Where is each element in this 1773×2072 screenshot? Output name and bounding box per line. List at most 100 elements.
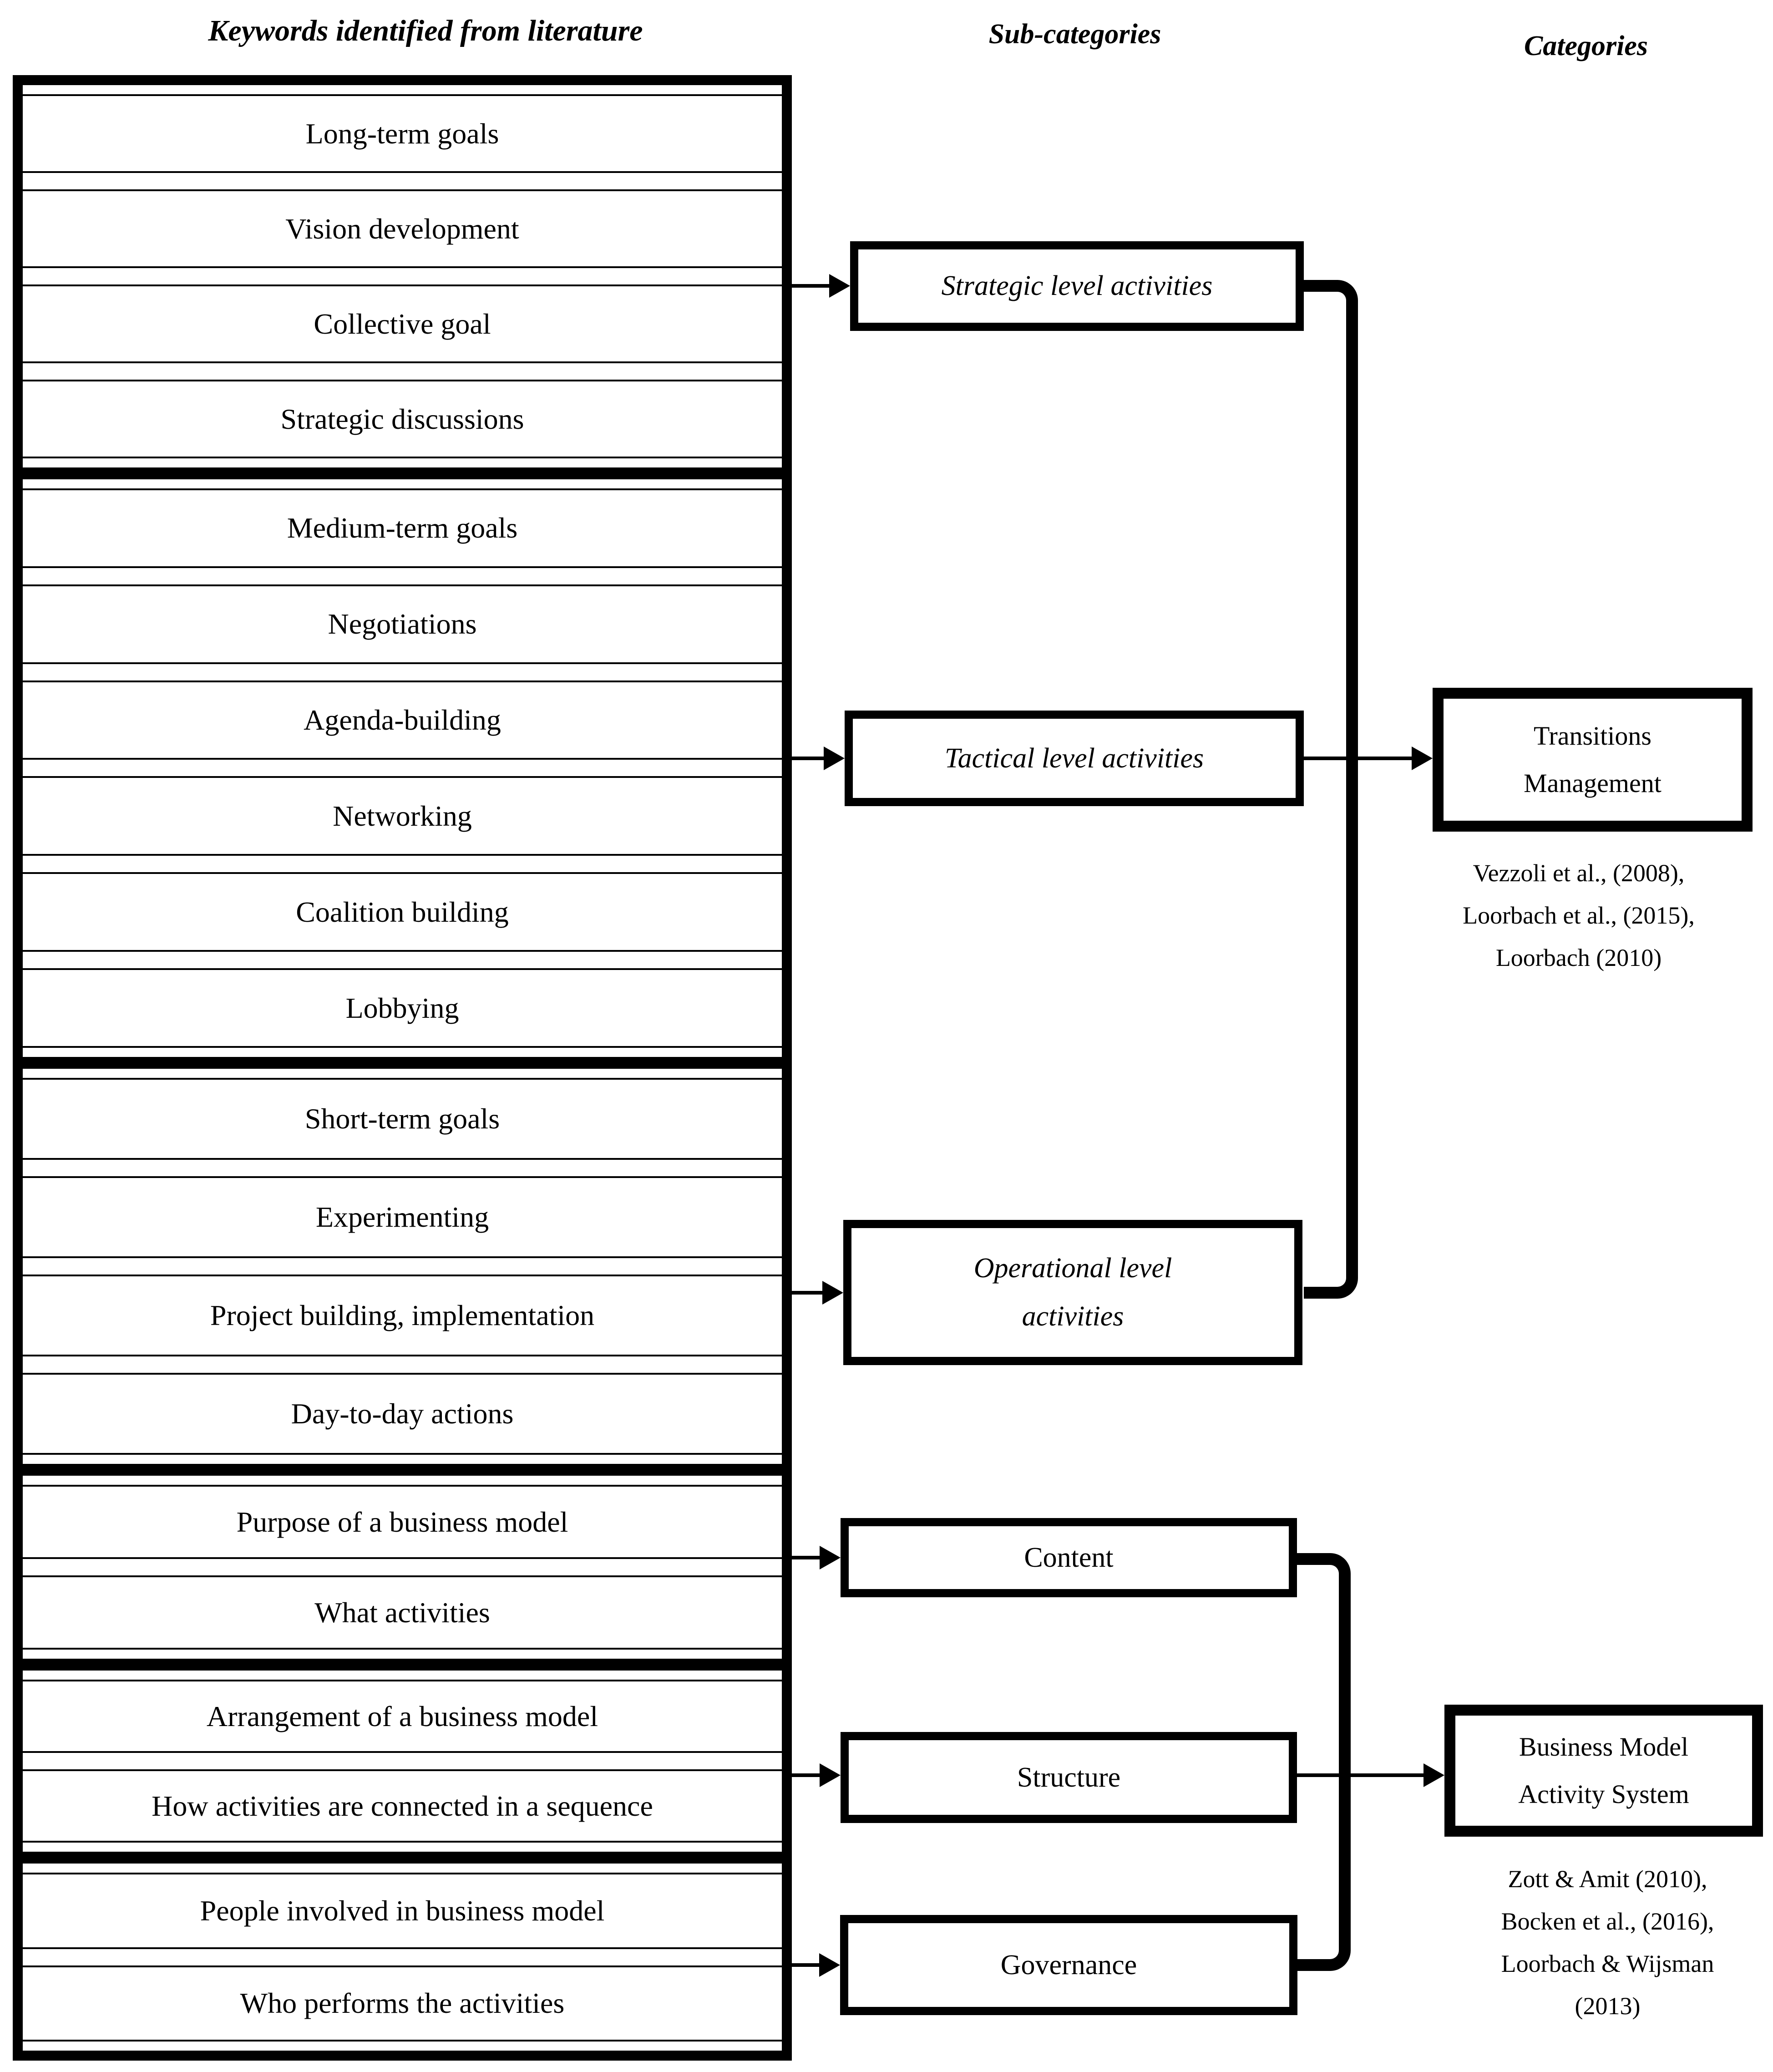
- group-padding: [23, 479, 782, 490]
- row-gap: [23, 1355, 782, 1375]
- arrow-line: [792, 1773, 822, 1777]
- group-padding: [23, 1476, 782, 1487]
- keyword-group-strategic: Long-term goals Vision development Colle…: [23, 85, 782, 467]
- subcategory-box-content: Content: [841, 1518, 1297, 1597]
- citation-line: Vezzoli et al., (2008),: [1473, 859, 1685, 887]
- group-padding: [23, 1453, 782, 1464]
- subcategory-label: Strategic level activities: [941, 270, 1213, 301]
- citation-line: Loorbach (2010): [1495, 944, 1662, 971]
- keyword-group-tactical: Medium-term goals Negotiations Agenda-bu…: [23, 479, 782, 1057]
- row-gap: [23, 854, 782, 874]
- group-separator: [23, 467, 782, 479]
- subcategory-label: Tactical level activities: [944, 742, 1204, 774]
- category-box-transitions-management: Transitions Management: [1433, 688, 1753, 832]
- bracket-strategic-operational: [1304, 280, 1358, 1299]
- keywords-table: Long-term goals Vision development Colle…: [13, 75, 792, 2061]
- group-padding: [23, 1841, 782, 1852]
- keyword-cell: Purpose of a business model: [236, 1505, 568, 1538]
- group-padding: [23, 1648, 782, 1659]
- keyword-group-operational: Short-term goals Experimenting Project b…: [23, 1069, 782, 1464]
- arrowhead-icon: [820, 1546, 841, 1569]
- arrow-line: [792, 284, 832, 288]
- subcategory-label: Governance: [1000, 1949, 1137, 1981]
- keyword-cell: Long-term goals: [305, 117, 499, 150]
- arrowhead-icon: [822, 1281, 843, 1305]
- keyword-cell: Collective goal: [314, 307, 491, 340]
- group-separator: [23, 1659, 782, 1671]
- group-padding: [23, 1069, 782, 1080]
- category-title-line: Transitions: [1534, 721, 1651, 751]
- group-padding: [23, 2040, 782, 2051]
- row-gap: [23, 1256, 782, 1276]
- keyword-group-structure: Arrangement of a business model How acti…: [23, 1671, 782, 1852]
- group-separator: [23, 1057, 782, 1069]
- row-gap: [23, 758, 782, 778]
- keyword-group-content: Purpose of a business model What activit…: [23, 1476, 782, 1659]
- subcategory-label-line: Operational level: [973, 1253, 1172, 1284]
- arrow-line: [792, 1556, 822, 1559]
- citation-line: Loorbach & Wijsman: [1501, 1950, 1714, 1977]
- citation-line: Bocken et al., (2016),: [1501, 1907, 1714, 1935]
- row-gap: [23, 950, 782, 970]
- category-title-line: Activity System: [1518, 1779, 1689, 1809]
- keyword-cell: People involved in business model: [200, 1894, 605, 1927]
- keyword-cell: How activities are connected in a sequen…: [152, 1789, 653, 1822]
- arrow-line: [792, 1963, 822, 1967]
- row-gap: [23, 1947, 782, 1967]
- citations-business-model-activity-system: Zott & Amit (2010), Bocken et al., (2016…: [1438, 1858, 1773, 2027]
- keyword-cell: Networking: [333, 799, 472, 832]
- citation-line: (2013): [1575, 1992, 1641, 2020]
- keyword-cell: Short-term goals: [304, 1102, 500, 1135]
- citation-line: Loorbach et al., (2015),: [1463, 901, 1695, 929]
- group-separator: [23, 1464, 782, 1476]
- arrowhead-icon: [1423, 1763, 1444, 1787]
- arrowhead-icon: [819, 1953, 840, 1977]
- subcategory-box-structure: Structure: [841, 1732, 1297, 1823]
- keyword-cell: Vision development: [285, 212, 519, 245]
- subcategory-box-governance: Governance: [840, 1915, 1297, 2015]
- keyword-cell: Agenda-building: [304, 704, 501, 736]
- keyword-cell: Coalition building: [296, 895, 509, 928]
- keyword-cell: Strategic discussions: [280, 402, 524, 435]
- subcategory-label: Content: [1024, 1542, 1114, 1573]
- subcategory-box-tactical: Tactical level activities: [845, 711, 1304, 806]
- category-title-line: Management: [1524, 768, 1662, 798]
- row-gap: [23, 361, 782, 381]
- group-padding: [23, 85, 782, 96]
- arrowhead-icon: [820, 1763, 841, 1787]
- subcategory-label-line: activities: [1022, 1300, 1124, 1332]
- row-gap: [23, 1557, 782, 1577]
- column-header-categories: Categories: [1524, 30, 1648, 61]
- category-title-line: Business Model: [1519, 1732, 1689, 1762]
- arrow-line: [1297, 1773, 1426, 1777]
- category-box-business-model-activity-system: Business Model Activity System: [1444, 1705, 1763, 1837]
- arrowhead-icon: [824, 747, 845, 770]
- keyword-group-governance: People involved in business model Who pe…: [23, 1864, 782, 2051]
- keyword-cell: Experimenting: [315, 1201, 489, 1233]
- group-padding: [23, 1671, 782, 1681]
- row-gap: [23, 1751, 782, 1771]
- keyword-cell: Medium-term goals: [287, 512, 518, 544]
- keyword-cell: Arrangement of a business model: [206, 1700, 598, 1732]
- group-padding: [23, 457, 782, 467]
- keyword-cell: Day-to-day actions: [291, 1397, 514, 1430]
- citations-transitions-management: Vezzoli et al., (2008), Loorbach et al.,…: [1410, 852, 1747, 979]
- keyword-cell: Who performs the activities: [240, 1987, 565, 2020]
- row-gap: [23, 566, 782, 586]
- arrowhead-icon: [829, 274, 850, 298]
- arrow-line: [792, 757, 826, 760]
- row-gap: [23, 171, 782, 191]
- group-padding: [23, 1046, 782, 1057]
- arrow-line: [792, 1291, 825, 1295]
- row-gap: [23, 266, 782, 286]
- column-header-keywords: Keywords identified from literature: [208, 14, 643, 47]
- group-padding: [23, 1864, 782, 1874]
- column-header-subcategories: Sub-categories: [988, 19, 1161, 50]
- citation-line: Zott & Amit (2010),: [1508, 1865, 1707, 1893]
- keyword-cell: Lobbying: [345, 991, 459, 1024]
- arrowhead-icon: [1412, 747, 1433, 770]
- keyword-cell: Project building, implementation: [210, 1299, 595, 1331]
- subcategory-box-operational: Operational level activities: [843, 1220, 1302, 1365]
- row-gap: [23, 662, 782, 682]
